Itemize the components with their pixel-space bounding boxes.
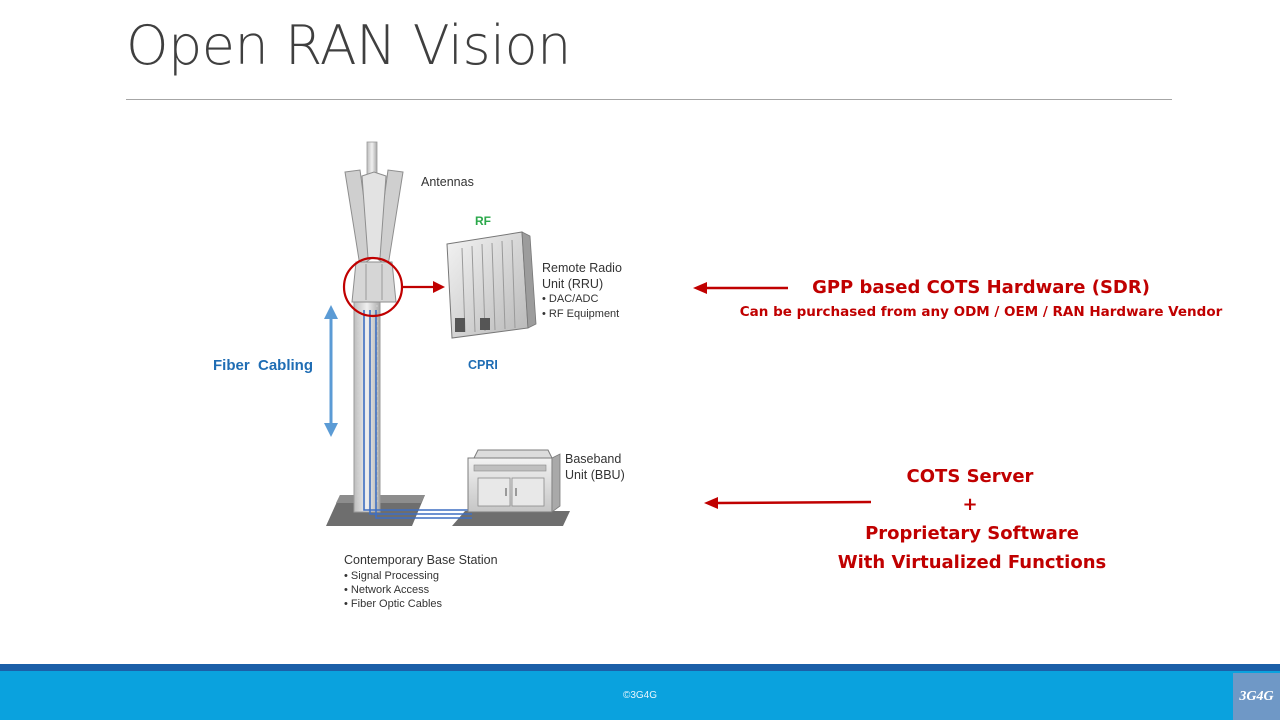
rru-title-line2: Unit (RRU)	[542, 277, 603, 291]
fiber-cabling-double-arrow	[324, 305, 338, 437]
footer-copyright: ©3G4G	[622, 690, 658, 701]
cpri-label: CPRI	[468, 358, 498, 372]
hardware-callout-subtitle: Can be purchased from any ODM / OEM / RA…	[739, 304, 1223, 320]
rru-title-line1: Remote Radio	[542, 261, 622, 275]
slide-title: Open RAN Vision	[126, 14, 571, 77]
software-callout-line4: With Virtualized Functions	[837, 552, 1107, 573]
rru-link-arrow	[402, 281, 445, 293]
hardware-callout-arrow	[693, 282, 788, 294]
rf-label: RF	[475, 214, 491, 228]
rru-unit	[446, 231, 537, 339]
station-bullet-1: • Signal Processing	[344, 570, 439, 582]
software-callout-line1: COTS Server	[906, 466, 1034, 487]
station-bullet-3: • Fiber Optic Cables	[344, 598, 443, 610]
footer-bar	[0, 671, 1280, 720]
fiber-optic-lines	[363, 310, 472, 519]
title-divider	[126, 99, 1172, 100]
antenna-panels	[344, 169, 404, 303]
bbu-title-line1: Baseband	[565, 452, 621, 466]
antennas-label: Antennas	[421, 175, 474, 189]
software-callout-arrow	[704, 497, 872, 509]
hardware-callout-title: GPP based COTS Hardware (SDR)	[812, 277, 1150, 298]
bbu-cabinet	[467, 449, 561, 513]
footer-accent-strip	[0, 664, 1280, 671]
bbu-title-line2: Unit (BBU)	[565, 468, 625, 482]
station-title: Contemporary Base Station	[344, 553, 498, 567]
software-callout-line3: Proprietary Software	[865, 523, 1079, 544]
software-callout-line2: +	[962, 494, 978, 515]
rru-bullet-1: • DAC/ADC	[542, 293, 598, 305]
station-bullet-2: • Network Access	[344, 584, 430, 596]
rru-bullet-2: • RF Equipment	[542, 308, 619, 320]
footer-logo: 3G4G	[1233, 673, 1280, 720]
fiber-cabling-label: Fiber Cabling	[213, 357, 313, 374]
